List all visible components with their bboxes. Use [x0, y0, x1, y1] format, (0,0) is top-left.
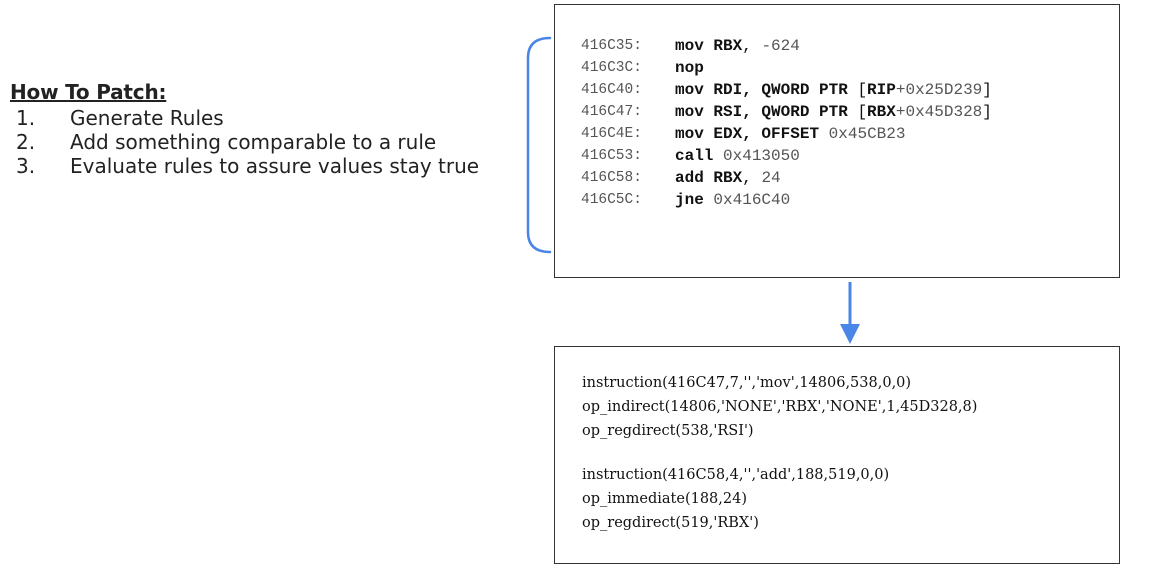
rule-line: op_regdirect(538,'RSI') — [582, 423, 754, 439]
asm-address: 416C35: — [581, 38, 642, 54]
step-text: Evaluate rules to assure values stay tru… — [70, 154, 480, 178]
assembly-line: 416C35: mov RBX, -624 — [581, 35, 992, 57]
asm-mnemonic: jne — [675, 191, 704, 209]
asm-address: 416C53: — [581, 148, 642, 164]
assembly-line: 416C47: mov RSI, QWORD PTR [RBX+0x45D328… — [581, 101, 992, 123]
assembly-line: 416C3C: nop — [581, 57, 992, 79]
asm-address: 416C58: — [581, 170, 642, 186]
asm-address: 416C5C: — [581, 192, 642, 208]
step-item: 2. Add something comparable to a rule — [10, 130, 480, 154]
asm-mnemonic: add — [675, 169, 704, 187]
assembly-line: 416C4E: mov EDX, OFFSET 0x45CB23 — [581, 123, 992, 145]
asm-instruction: call 0x413050 — [675, 145, 992, 167]
asm-mnemonic: mov — [675, 103, 704, 121]
assembly-line: 416C5C: jne 0x416C40 — [581, 189, 992, 211]
asm-operands: EDX, OFFSET 0x45CB23 — [713, 125, 906, 143]
asm-mnemonic: nop — [675, 59, 704, 77]
asm-operands: RBX, 24 — [713, 169, 781, 187]
assembly-line: 416C58: add RBX, 24 — [581, 167, 992, 189]
rule-line: op_indirect(14806,'NONE','RBX','NONE',1,… — [582, 399, 978, 415]
asm-instruction: mov RSI, QWORD PTR [RBX+0x45D328] — [675, 101, 992, 123]
asm-operands: 0x413050 — [723, 147, 800, 165]
asm-mnemonic: call — [675, 147, 714, 165]
asm-instruction: jne 0x416C40 — [675, 189, 992, 211]
asm-instruction: mov EDX, OFFSET 0x45CB23 — [675, 123, 992, 145]
asm-operands: RDI, QWORD PTR [RIP+0x25D239] — [713, 81, 992, 99]
asm-mnemonic: mov — [675, 37, 704, 55]
steps-list: 1. Generate Rules 2. Add something compa… — [10, 106, 480, 178]
rule-group-gap — [582, 443, 977, 463]
asm-operands: 0x416C40 — [713, 191, 791, 209]
asm-address: 416C3C: — [581, 60, 642, 76]
step-number: 1. — [16, 106, 36, 130]
asm-address: 416C47: — [581, 104, 642, 120]
asm-operands: RBX, -624 — [713, 37, 800, 55]
bracket-icon — [526, 36, 552, 254]
patch-instructions: How To Patch: 1. Generate Rules 2. Add s… — [10, 80, 480, 178]
rule-line: instruction(416C47,7,'','mov',14806,538,… — [582, 375, 912, 391]
step-number: 3. — [16, 154, 36, 178]
asm-address: 416C4E: — [581, 126, 642, 142]
rule-line: instruction(416C58,4,'','add',188,519,0,… — [582, 467, 890, 483]
asm-mnemonic: mov — [675, 81, 704, 99]
patch-title: How To Patch: — [10, 80, 167, 104]
asm-instruction: mov RDI, QWORD PTR [RIP+0x25D239] — [675, 79, 992, 101]
asm-instruction: nop — [675, 57, 992, 79]
asm-operands: RSI, QWORD PTR [RBX+0x45D328] — [713, 103, 992, 121]
down-arrow-icon — [840, 282, 860, 344]
asm-instruction: add RBX, 24 — [675, 167, 992, 189]
asm-mnemonic: mov — [675, 125, 704, 143]
assembly-line: 416C53: call 0x413050 — [581, 145, 992, 167]
assembly-listing: 416C35: mov RBX, -624 416C3C: nop 416C40… — [581, 35, 992, 211]
rule-line: op_regdirect(519,'RBX') — [582, 515, 759, 531]
assembly-line: 416C40: mov RDI, QWORD PTR [RIP+0x25D239… — [581, 79, 992, 101]
step-text: Add something comparable to a rule — [70, 130, 437, 154]
asm-instruction: mov RBX, -624 — [675, 35, 992, 57]
step-text: Generate Rules — [70, 106, 224, 130]
step-number: 2. — [16, 130, 36, 154]
step-item: 3. Evaluate rules to assure values stay … — [10, 154, 480, 178]
asm-address: 416C40: — [581, 82, 642, 98]
rules-list: instruction(416C47,7,'','mov',14806,538,… — [582, 371, 977, 535]
rules-box: instruction(416C47,7,'','mov',14806,538,… — [554, 346, 1120, 564]
step-item: 1. Generate Rules — [10, 106, 480, 130]
assembly-box: 416C35: mov RBX, -624 416C3C: nop 416C40… — [554, 4, 1120, 278]
rule-line: op_immediate(188,24) — [582, 491, 748, 507]
